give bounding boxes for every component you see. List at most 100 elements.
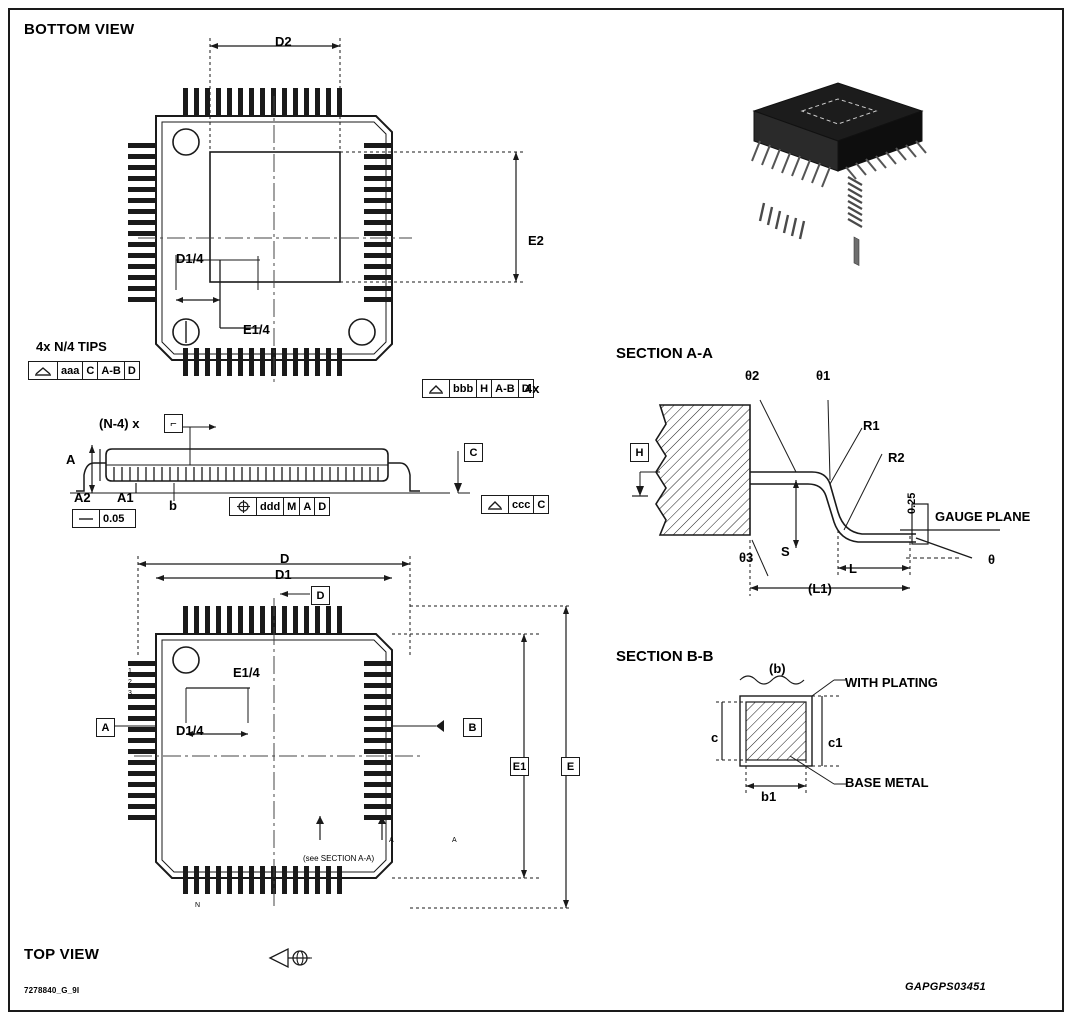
- iso-leads-bottom: [751, 140, 831, 188]
- fcf-aaa-datum-ab: A-B: [98, 362, 125, 379]
- dim-e1-4-bottom: E1/4: [243, 322, 270, 337]
- top-view-pins-bottom: [183, 866, 342, 894]
- dim-a2: A2: [74, 490, 91, 505]
- fcf-flatness: 0.05: [72, 509, 136, 528]
- fcf-bbb-datum-d: D: [521, 382, 530, 395]
- fcf-ccc-symbol: [482, 496, 509, 513]
- top-view-pins-top: [183, 606, 342, 634]
- pin-number-2: 2: [128, 679, 132, 686]
- fcf-flatness-symbol: [73, 510, 100, 527]
- top-view-pins-left: [128, 661, 156, 820]
- iso-leads-bottom-right: [845, 140, 927, 180]
- section-aa-arrows: [316, 816, 386, 840]
- dim-b: b: [169, 498, 177, 513]
- fcf-ddd-modifier: M: [284, 498, 301, 515]
- dim-e1-label: E1: [510, 757, 529, 776]
- sheet-border: [8, 8, 1064, 1012]
- dim-b1-bb: b1: [761, 789, 777, 804]
- dim-e2: E2: [528, 233, 544, 248]
- fcf-aaa-symbol: [29, 362, 58, 379]
- fcf-ccc-tol: ccc: [509, 496, 535, 513]
- bottom-view-pins-top: [183, 88, 342, 116]
- angle-theta1: θ1: [816, 368, 831, 383]
- fcf-flatness-value: 0.05: [103, 512, 125, 525]
- gauge-dim-025: 0.25: [906, 492, 918, 514]
- fcf-ddd: ddd M A D: [229, 497, 331, 516]
- dim-a: A: [66, 452, 76, 467]
- section-aa-drawing: [632, 399, 1000, 596]
- dim-l: L: [849, 561, 857, 576]
- section-note: (see SECTION A-A): [303, 854, 375, 863]
- pin-number-n: N: [195, 902, 201, 909]
- angle-theta3: θ3: [739, 550, 754, 565]
- gauge-plane-label: GAUGE PLANE: [935, 509, 1031, 524]
- dim-s: S: [781, 544, 790, 559]
- top-view-drawing: [104, 556, 572, 909]
- fcf-aaa-datum-d: D: [127, 364, 136, 377]
- radius-r2: R2: [888, 450, 905, 465]
- datum-a-top: A: [96, 718, 115, 737]
- section-mark-a-left: A: [389, 837, 394, 844]
- datum-c-side: C: [464, 443, 483, 462]
- dim-e-label: E: [561, 757, 580, 776]
- dim-b-paren: (b): [769, 661, 786, 676]
- radius-r1: R1: [863, 418, 880, 433]
- fcf-aaa-datum-c: C: [83, 362, 99, 379]
- fcf-ddd-datum-d: D: [318, 500, 327, 513]
- tips-note: 4x N/4 TIPS: [36, 339, 107, 354]
- fcf-bbb-symbol: [423, 380, 450, 397]
- label-n4x: (N-4) x: [99, 416, 140, 431]
- sheet-top-strip: [8, 0, 1064, 10]
- dim-d1-top: D1: [275, 567, 292, 582]
- dim-c-bb: c: [711, 730, 719, 745]
- dim-c1-bb: c1: [828, 735, 843, 750]
- top-view-pins-right: [364, 661, 392, 820]
- fcf-bbb-tol: bbb: [450, 380, 478, 397]
- package-isometric-view: [751, 82, 927, 267]
- position-icon: [230, 498, 257, 515]
- section-mark-a-right: A: [452, 837, 457, 844]
- bottom-view-pins-bottom: [183, 348, 342, 376]
- iso-leads-right: [853, 236, 860, 267]
- section-aa-title: SECTION A-A: [616, 345, 713, 362]
- datum-d-top: D: [311, 586, 330, 605]
- side-view-drawing: [70, 424, 470, 501]
- fcf-ccc-datum-c: C: [537, 498, 546, 511]
- fcf-bbb: bbb H A-B D: [422, 379, 534, 398]
- bottom-view-drawing: [128, 38, 524, 382]
- fcf-bbb-datum-ab: A-B: [492, 380, 519, 397]
- fcf-bbb-qty: 4x: [525, 381, 540, 396]
- section-bb-drawing: [716, 675, 846, 794]
- section-bb-title: SECTION B-B: [616, 648, 714, 665]
- angle-theta: θ: [988, 552, 996, 567]
- fcf-aaa: aaa C A-B D: [28, 361, 140, 380]
- dim-d-top: D: [280, 551, 290, 566]
- projection-symbol-icon: [268, 947, 312, 969]
- footer-right-code: GAPGPS03451: [905, 981, 986, 993]
- dim-a1: A1: [117, 490, 134, 505]
- fcf-ccc: ccc C: [481, 495, 550, 514]
- bottom-view-title: BOTTOM VIEW: [24, 21, 135, 38]
- with-plating-label: WITH PLATING: [845, 675, 938, 690]
- lead-count-symbol: ⌐: [164, 414, 183, 433]
- datum-h: H: [630, 443, 649, 462]
- fcf-aaa-tol: aaa: [58, 362, 84, 379]
- pin-number-1: 1: [128, 668, 132, 675]
- datum-b-top: B: [463, 718, 482, 737]
- side-view-lead-fingers: [113, 467, 379, 481]
- bottom-view-pins-left: [128, 143, 156, 302]
- dim-d1-4-top: D1/4: [176, 723, 204, 738]
- fcf-ddd-tol: ddd: [257, 498, 285, 515]
- top-view-title: TOP VIEW: [24, 946, 100, 963]
- dim-d1-4-bottom: D1/4: [176, 251, 204, 266]
- fcf-ddd-datum-a: A: [300, 498, 316, 515]
- footer-left-code: 7278840_G_9I: [24, 986, 80, 995]
- dim-d2: D2: [275, 34, 292, 49]
- iso-leads-front: [758, 202, 806, 240]
- base-metal-label: BASE METAL: [845, 775, 929, 790]
- angle-theta2: θ2: [745, 368, 760, 383]
- dim-e1-4-top: E1/4: [233, 665, 260, 680]
- dim-l1: (L1): [808, 581, 832, 596]
- bottom-view-pins-right: [364, 143, 392, 302]
